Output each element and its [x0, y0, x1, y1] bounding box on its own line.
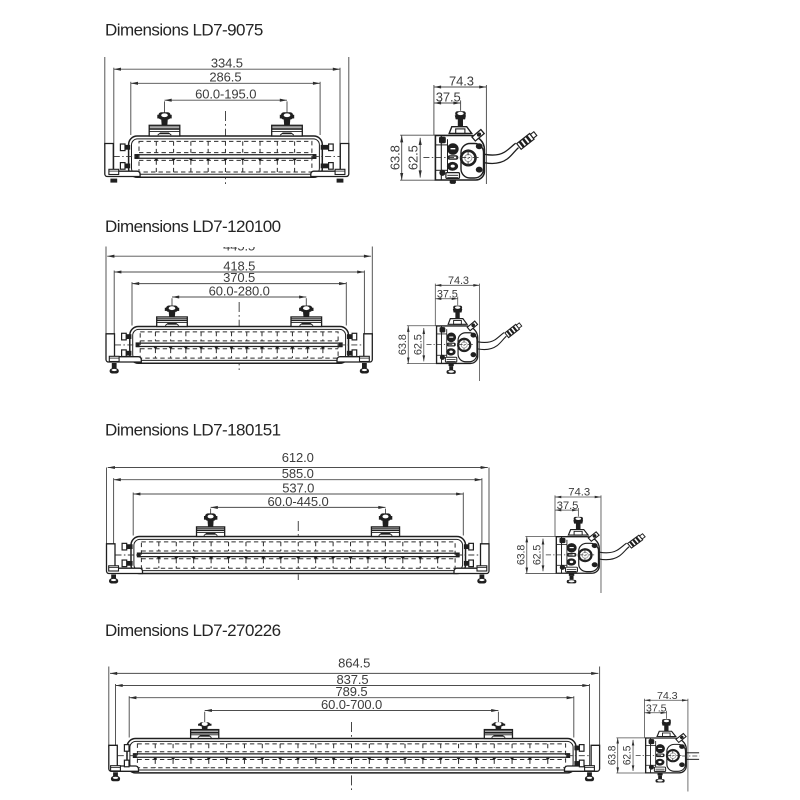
svg-text:837.5: 837.5	[336, 672, 368, 687]
svg-text:418.5: 418.5	[223, 258, 255, 273]
svg-text:74.3: 74.3	[449, 73, 474, 88]
svg-text:Dimensions LD7-120100: Dimensions LD7-120100	[105, 217, 281, 236]
svg-text:Dimensions LD7-9075: Dimensions LD7-9075	[105, 20, 263, 39]
svg-text:62.5: 62.5	[412, 334, 424, 355]
svg-text:62.5: 62.5	[531, 545, 543, 565]
svg-text:612.0: 612.0	[282, 450, 314, 465]
svg-text:63.8: 63.8	[397, 334, 409, 355]
svg-text:334.5: 334.5	[211, 56, 243, 71]
svg-text:370.5: 370.5	[223, 270, 255, 285]
svg-text:62.5: 62.5	[622, 745, 633, 765]
svg-text:60.0-195.0: 60.0-195.0	[195, 87, 256, 102]
svg-text:37.5: 37.5	[557, 500, 579, 512]
svg-text:60.0-445.0: 60.0-445.0	[267, 494, 328, 509]
svg-text:74.3: 74.3	[568, 487, 590, 499]
svg-text:789.5: 789.5	[335, 684, 367, 699]
svg-text:Dimensions LD7-270226: Dimensions LD7-270226	[105, 621, 281, 640]
svg-text:63.8: 63.8	[515, 545, 527, 565]
svg-text:864.5: 864.5	[338, 656, 370, 671]
svg-text:74.3: 74.3	[448, 275, 469, 287]
svg-text:537.0: 537.0	[282, 480, 314, 495]
svg-text:74.3: 74.3	[657, 691, 678, 702]
svg-text:585.0: 585.0	[282, 466, 314, 481]
svg-text:60.0-700.0: 60.0-700.0	[321, 697, 382, 712]
svg-text:37.5: 37.5	[436, 89, 461, 104]
svg-text:Dimensions LD7-180151: Dimensions LD7-180151	[105, 420, 281, 439]
svg-text:63.8: 63.8	[607, 745, 618, 765]
svg-text:37.5: 37.5	[437, 288, 458, 300]
svg-text:60.0-280.0: 60.0-280.0	[209, 283, 270, 298]
svg-text:63.8: 63.8	[387, 145, 402, 170]
svg-text:62.5: 62.5	[405, 145, 420, 170]
svg-text:286.5: 286.5	[209, 70, 241, 85]
svg-text:37.5: 37.5	[646, 704, 667, 715]
